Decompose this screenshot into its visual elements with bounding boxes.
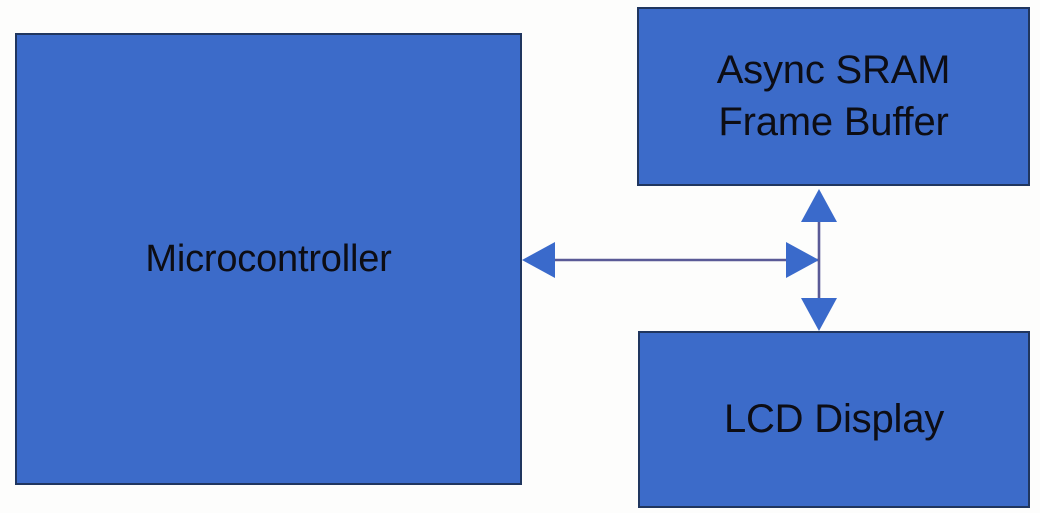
connector-sram-lcd <box>801 189 837 331</box>
block-async-sram-frame-buffer-label: Async SRAM Frame Buffer <box>716 48 951 144</box>
arrowhead-down-icon <box>801 298 837 331</box>
block-lcd-display[interactable]: LCD Display <box>638 331 1030 508</box>
block-microcontroller-label: Microcontroller <box>145 237 392 280</box>
block-lcd-display-label: LCD Display <box>723 396 945 441</box>
arrowhead-right-icon <box>786 242 819 278</box>
block-microcontroller[interactable]: Microcontroller <box>15 33 522 485</box>
arrowhead-left-icon <box>522 242 555 278</box>
block-async-sram-frame-buffer[interactable]: Async SRAM Frame Buffer <box>637 7 1030 186</box>
connector-microcontroller-bus <box>522 242 819 278</box>
arrowhead-up-icon <box>801 189 837 222</box>
